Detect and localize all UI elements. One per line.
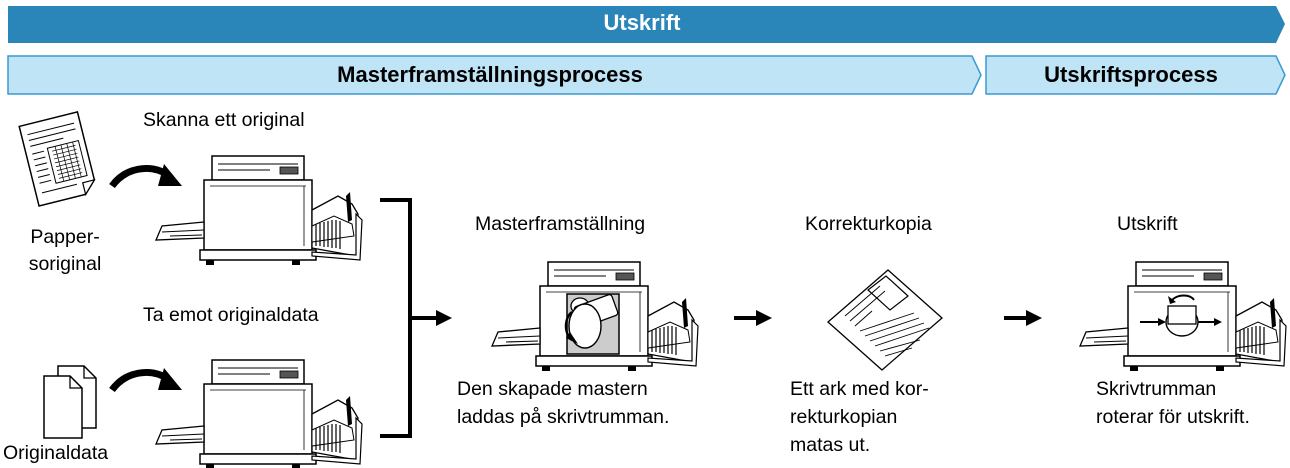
step-desc-proof-2: rekturkopian bbox=[790, 406, 898, 428]
banner-right-label: Utskriftsprocess bbox=[1044, 62, 1218, 87]
scan-original-title: Skanna ett original bbox=[143, 109, 305, 131]
paper-original-label-2: soriginal bbox=[28, 253, 102, 275]
original-data-label: Originaldata bbox=[3, 442, 109, 464]
receive-data-title: Ta emot originaldata bbox=[143, 304, 319, 326]
paper-original-label-1: Papper- bbox=[30, 226, 100, 248]
banner-top-label: Utskrift bbox=[603, 10, 681, 35]
arrow-to-proof-icon bbox=[734, 310, 772, 326]
step-desc-proof-1: Ett ark med kor- bbox=[790, 378, 929, 400]
original-data-files-icon bbox=[43, 365, 97, 439]
arrow-to-master-icon bbox=[410, 310, 452, 326]
master-drum-icon bbox=[564, 293, 620, 355]
step-desc-proof-3: matas ut. bbox=[790, 434, 871, 456]
banner-left-label: Masterframställningsprocess bbox=[337, 62, 643, 87]
banner-left-shape bbox=[7, 55, 982, 95]
proof-sheet-icon bbox=[827, 269, 943, 371]
banner-top-shape bbox=[8, 6, 1285, 43]
step-title-master: Masterframställning bbox=[475, 213, 646, 235]
step-desc-master-2: laddas på skrivtrumman. bbox=[457, 406, 670, 428]
step-desc-master-1: Den skapade mastern bbox=[457, 378, 648, 400]
step-title-print: Utskrift bbox=[1117, 213, 1178, 235]
printer-receive-icon bbox=[155, 359, 363, 468]
banner-right-shape bbox=[985, 55, 1286, 95]
paper-original-icon bbox=[18, 111, 96, 207]
print-drum-rotation-icon bbox=[1140, 294, 1222, 337]
curved-arrow-data-icon bbox=[109, 368, 182, 393]
arrow-to-print-icon bbox=[1004, 310, 1042, 326]
step-desc-print-1: Skrivtrumman bbox=[1096, 378, 1217, 400]
step-desc-print-2: roterar för utskrift. bbox=[1096, 406, 1250, 428]
printer-scan-icon bbox=[155, 155, 363, 266]
curved-arrow-scan-icon bbox=[109, 164, 182, 189]
step-title-proof: Korrekturkopia bbox=[805, 213, 932, 235]
process-banner bbox=[7, 6, 1286, 95]
merge-bracket bbox=[380, 198, 412, 438]
